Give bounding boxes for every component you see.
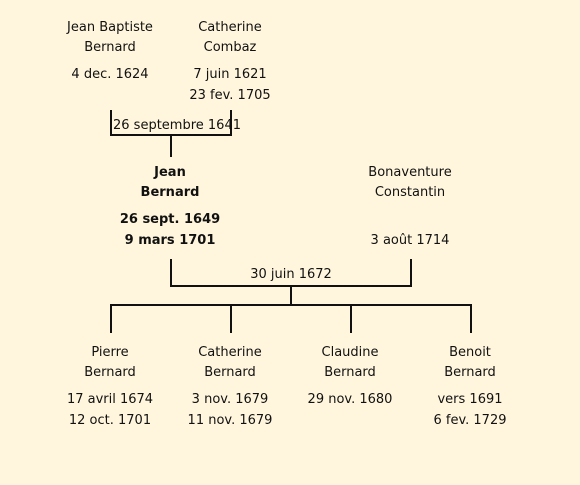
connector-line <box>350 305 352 333</box>
connector-line <box>170 135 172 157</box>
person-jean-baptiste-last-name: Bernard <box>84 40 136 55</box>
person-jean-baptiste-first-name: Jean Baptiste <box>67 20 153 35</box>
person-catherine-combaz-death: 23 fev. 1705 <box>189 88 271 103</box>
person-catherine-combaz-first-name: Catherine <box>198 20 262 35</box>
person-catherine-bernard-death: 11 nov. 1679 <box>187 413 273 428</box>
connector-line <box>110 305 112 333</box>
marriage-date-1672: 30 juin 1672 <box>246 267 336 283</box>
person-jean-bernard-last-name: Bernard <box>140 185 200 200</box>
person-catherine-bernard-first-name: Catherine <box>198 345 262 360</box>
person-catherine-combaz-birth: 7 juin 1621 <box>193 67 267 82</box>
person-catherine-bernard-last-name: Bernard <box>204 365 256 380</box>
person-jean-bernard-birth: 26 sept. 1649 <box>119 212 221 227</box>
person-bonaventure-first-name: Bonaventure <box>368 165 452 180</box>
person-jean-bernard-death: 9 mars 1701 <box>124 233 216 248</box>
marriage-date-1641: 26 septembre 1641 <box>113 118 241 134</box>
connector-line <box>230 305 232 333</box>
connector-line <box>110 304 472 306</box>
person-claudine-birth: 29 nov. 1680 <box>307 392 393 407</box>
person-claudine-first-name: Claudine <box>321 345 379 360</box>
person-benoit-last-name: Bernard <box>444 365 496 380</box>
person-benoit-birth: vers 1691 <box>437 392 503 407</box>
connector-line <box>410 259 412 287</box>
person-catherine-combaz-last-name: Combaz <box>203 40 257 55</box>
person-bonaventure-death: 3 août 1714 <box>370 233 450 248</box>
connector-line <box>290 286 292 306</box>
connector-line <box>170 259 172 287</box>
person-catherine-bernard-birth: 3 nov. 1679 <box>191 392 269 407</box>
person-pierre-death: 12 oct. 1701 <box>68 413 152 428</box>
person-benoit-first-name: Benoit <box>449 345 491 360</box>
connector-line <box>110 110 112 136</box>
person-jean-bernard-first-name: Jean <box>154 165 186 180</box>
connector-line <box>230 110 232 136</box>
person-jean-baptiste-birth: 4 dec. 1624 <box>71 67 149 82</box>
person-pierre-birth: 17 avril 1674 <box>66 392 154 407</box>
person-bonaventure-last-name: Constantin <box>374 185 446 200</box>
person-benoit-death: 6 fev. 1729 <box>433 413 507 428</box>
person-pierre-first-name: Pierre <box>91 345 129 360</box>
connector-line <box>470 305 472 333</box>
person-claudine-last-name: Bernard <box>324 365 376 380</box>
person-pierre-last-name: Bernard <box>84 365 136 380</box>
